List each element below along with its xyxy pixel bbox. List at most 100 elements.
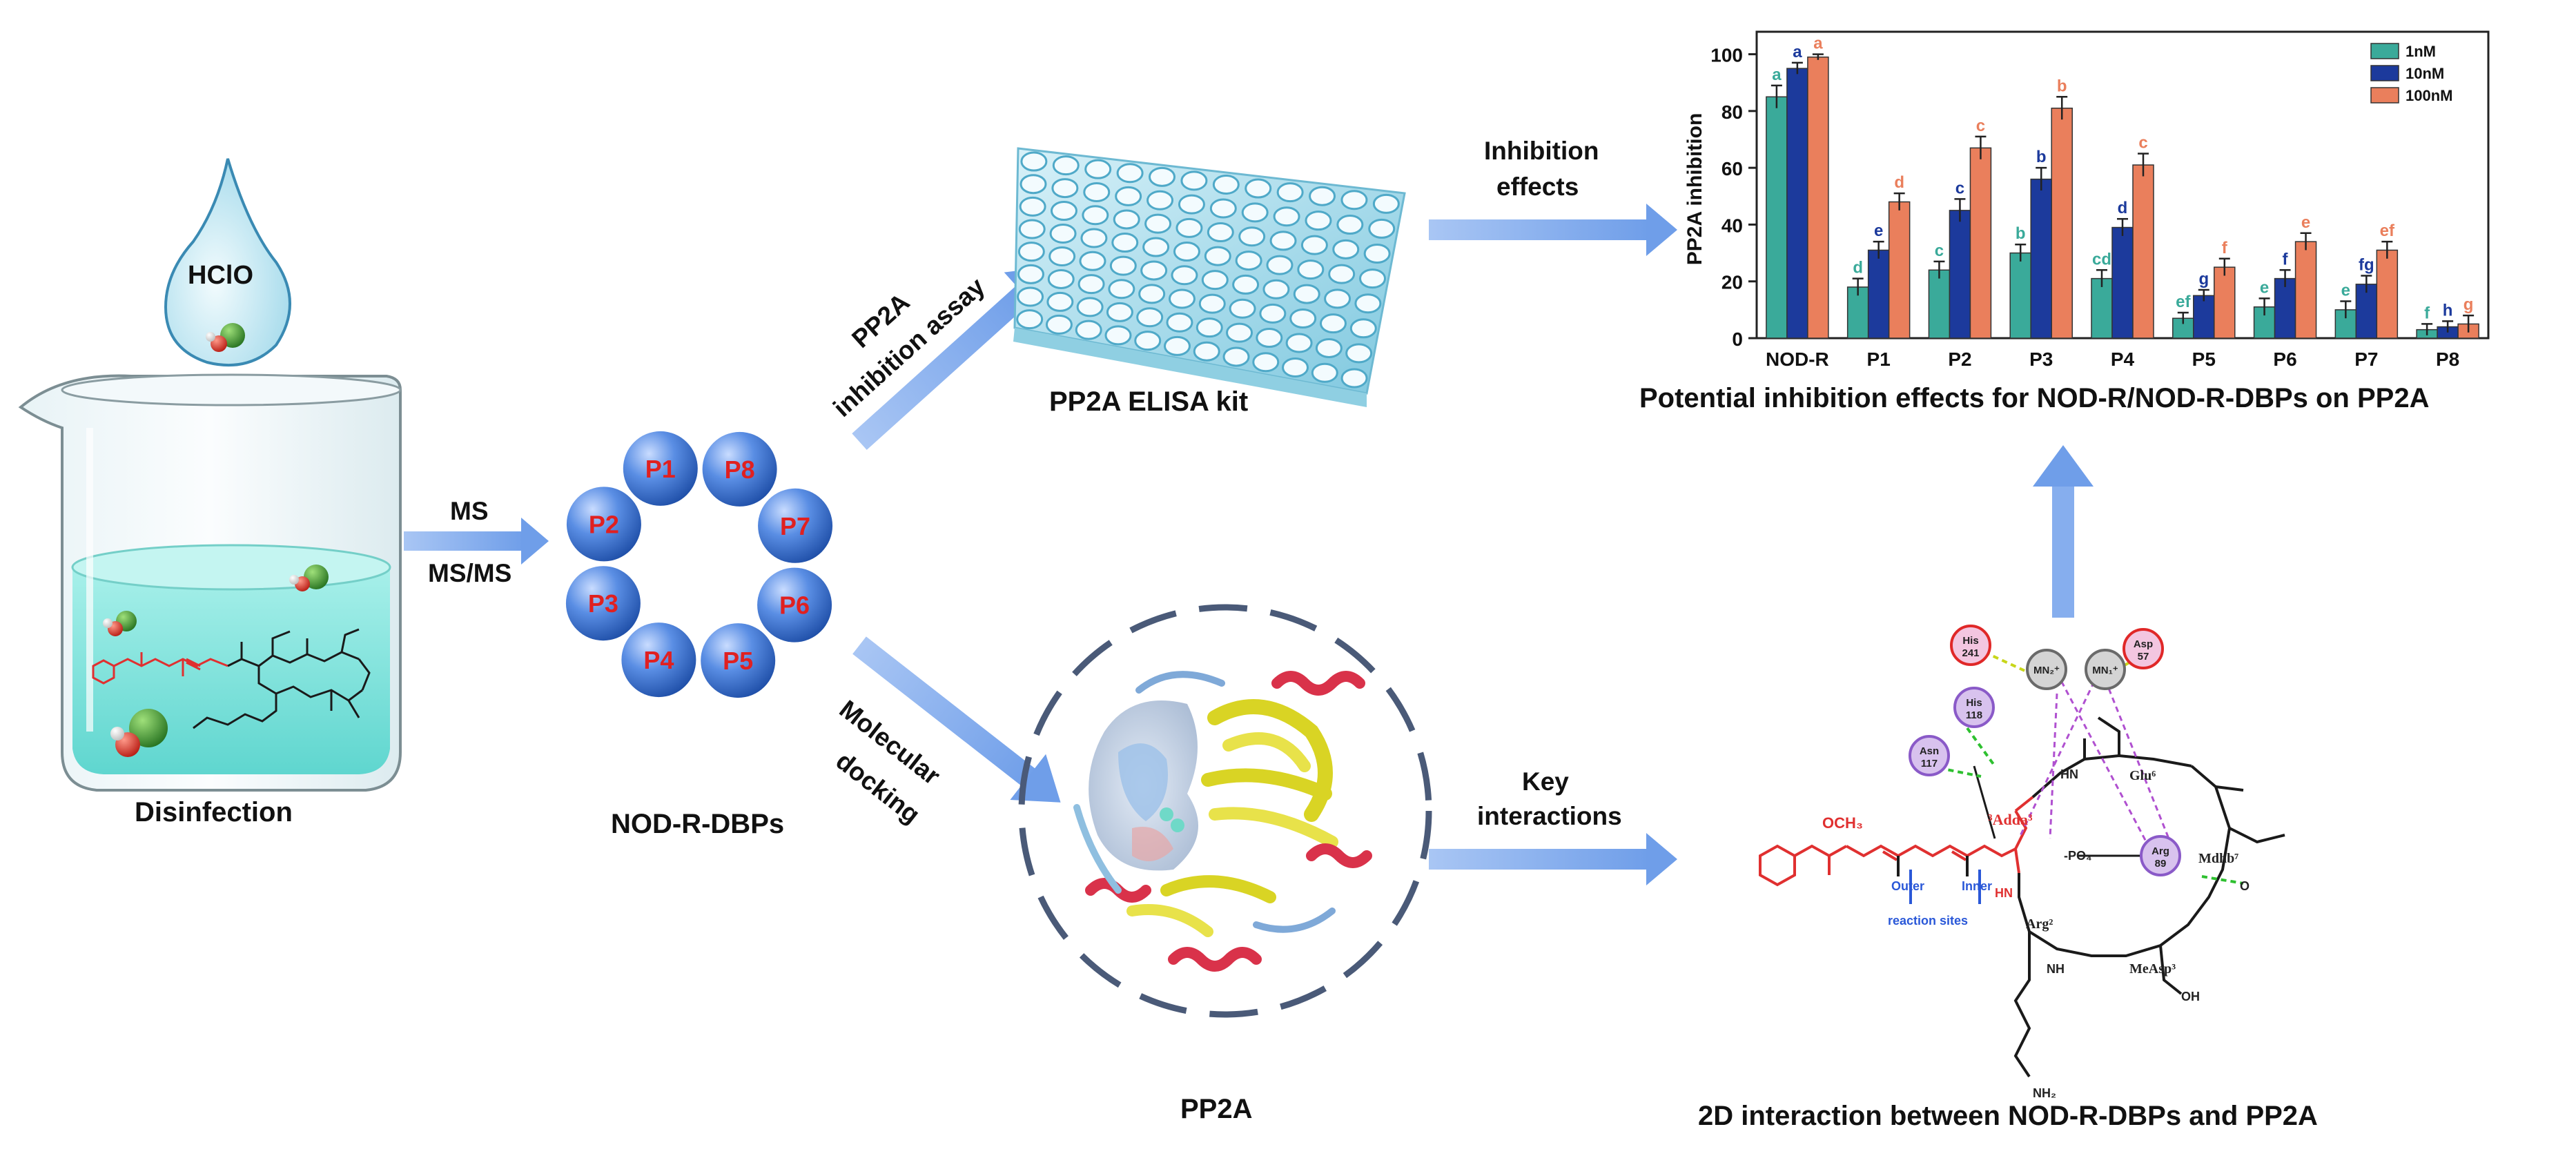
significance-letter: a — [1793, 43, 1802, 61]
elisa-well — [1106, 302, 1133, 322]
bar — [2111, 226, 2134, 339]
elisa-caption: PP2A ELISA kit — [1049, 386, 1249, 417]
elisa-well — [1269, 231, 1297, 251]
x-tick-label: P3 — [2029, 349, 2053, 370]
liquid-surface — [71, 544, 391, 591]
elisa-well — [1282, 357, 1309, 377]
significance-letter: f — [2424, 304, 2430, 322]
residue-node — [1950, 625, 1991, 666]
elisa-well — [1229, 298, 1256, 319]
y-axis-label: PP2A inhibition — [1684, 113, 1706, 266]
elisa-well — [1328, 264, 1356, 284]
elisa-well — [1173, 242, 1200, 262]
significance-letter: c — [1935, 242, 1944, 260]
product-sphere — [702, 431, 777, 507]
elisa-well — [1163, 335, 1191, 356]
hclo-molecule — [103, 611, 137, 636]
interaction-label-arg2: Arg² — [2026, 916, 2053, 932]
elisa-well — [1359, 268, 1387, 289]
elisa-well — [1109, 255, 1137, 276]
x-tick-label: P8 — [2436, 349, 2459, 370]
elisa-well — [1245, 178, 1272, 199]
arrow-up-to-chart — [2033, 445, 2094, 618]
significance-letter: g — [2198, 270, 2209, 288]
beaker — [18, 373, 402, 792]
residue-number: 118 — [1966, 709, 1982, 721]
significance-letter: g — [2463, 295, 2474, 314]
elisa-well — [1252, 352, 1280, 373]
y-tick-label: 80 — [1721, 101, 1743, 123]
bar — [1766, 96, 1788, 339]
bar — [1928, 269, 1951, 339]
bar — [2030, 178, 2052, 339]
residue-name: MN₂⁺ — [2033, 665, 2060, 676]
elisa-well — [1136, 307, 1164, 328]
significance-letter: e — [1874, 222, 1883, 240]
protein-caption: PP2A — [1180, 1094, 1253, 1124]
interaction-label-oh: OH — [2181, 990, 2200, 1003]
elisa-well — [1079, 251, 1106, 271]
interaction-label-glu: Glu⁶ — [2129, 768, 2156, 783]
significance-letter: f — [2222, 239, 2228, 257]
residue-node — [2026, 649, 2067, 690]
product-sphere — [701, 623, 776, 698]
significance-letter: c — [1955, 179, 1964, 197]
product-sphere — [566, 487, 641, 562]
legend-label: 10nM — [2406, 65, 2444, 82]
interaction-label-hn_red: HN — [1995, 886, 2013, 900]
elisa-wells — [1016, 151, 1400, 389]
interaction-label-reaction_sites: reaction sites — [1888, 914, 1968, 928]
elisa-well — [1166, 312, 1193, 333]
product-sphere — [621, 622, 696, 698]
elisa-well — [1046, 291, 1074, 312]
product-sphere — [623, 431, 698, 506]
residue-name: His — [1966, 697, 1982, 709]
elisa-well — [1115, 186, 1142, 206]
legend-label: 100nM — [2406, 87, 2452, 104]
msms-label: MS/MS — [428, 559, 512, 587]
elisa-well — [1311, 362, 1338, 383]
elisa-well — [1262, 279, 1290, 300]
elisa-well — [1340, 190, 1368, 210]
elisa-well — [1256, 328, 1283, 349]
interaction-label-o: O — [2240, 879, 2250, 893]
elisa-well — [1140, 260, 1168, 281]
elisa-well — [1273, 206, 1300, 227]
x-tick-label: P1 — [1867, 349, 1891, 370]
interaction-label-hn: HN — [2060, 767, 2078, 781]
elisa-well — [1075, 320, 1102, 340]
x-tick-label: NOD-R — [1766, 349, 1829, 370]
x-tick-label: P7 — [2354, 349, 2378, 370]
inhibition-effects-line2: effects — [1496, 173, 1579, 201]
bar — [1786, 68, 1808, 339]
elisa-well — [1266, 255, 1294, 275]
elisa-well — [1052, 155, 1080, 176]
elisa-well — [1017, 264, 1044, 284]
elisa-well — [1171, 265, 1198, 286]
elisa-well — [1363, 244, 1391, 264]
x-tick-label: P5 — [2192, 349, 2216, 370]
residue-name: Asn — [1920, 745, 1939, 757]
elisa-well — [1178, 194, 1205, 215]
elisa-well — [1084, 159, 1112, 179]
significance-letter: d — [1853, 259, 1863, 277]
arrow-ms — [404, 518, 549, 565]
elisa-well — [1017, 286, 1044, 307]
residue-node — [2085, 649, 2126, 690]
elisa-well — [1201, 270, 1229, 291]
bar — [2294, 241, 2317, 339]
elisa-well — [1193, 341, 1220, 362]
significance-letter: d — [1894, 173, 1904, 192]
y-tick-label: 60 — [1721, 158, 1743, 179]
elisa-well — [1019, 196, 1046, 217]
elisa-well — [1259, 303, 1287, 324]
elisa-well — [1241, 202, 1269, 223]
product-sphere-label: P8 — [725, 455, 755, 484]
bar — [2274, 277, 2296, 339]
elisa-well — [1285, 333, 1313, 353]
interaction-label-po4: -PO₄ — [2064, 849, 2092, 863]
elisa-well — [1016, 309, 1044, 330]
elisa-well — [1349, 318, 1377, 339]
